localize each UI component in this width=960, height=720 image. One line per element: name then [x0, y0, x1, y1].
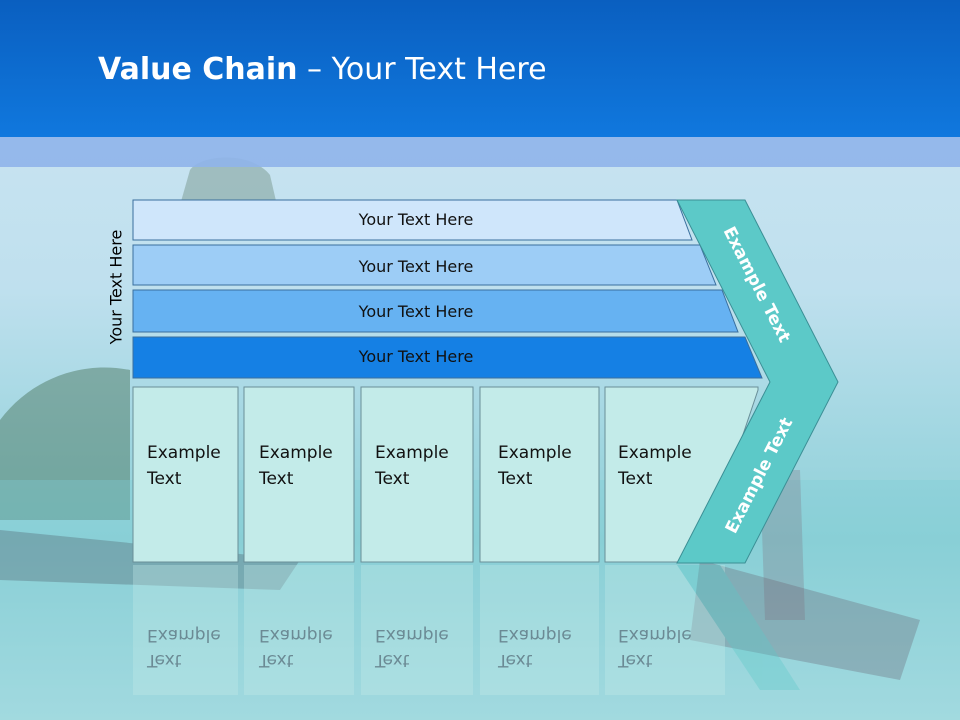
box-5-line1: Example — [618, 443, 692, 463]
title-bar — [0, 0, 960, 137]
box-reflection-text-5b: Example — [618, 625, 692, 645]
title-bold: Value Chain — [98, 52, 298, 87]
bar-4 — [132, 336, 763, 379]
box-2-line2: Text — [258, 469, 294, 489]
box-1-line1: Example — [147, 443, 221, 463]
box-4-line1: Example — [498, 443, 572, 463]
box-3 — [360, 386, 474, 563]
box-reflection-text-1b: Example — [147, 625, 221, 645]
box-2 — [243, 386, 355, 563]
reflection-group — [133, 565, 800, 695]
box-4-line2: Text — [497, 469, 533, 489]
title-rest: – Your Text Here — [297, 52, 547, 87]
box-1-line2: Text — [146, 469, 182, 489]
slide-title: Value Chain – Your Text Here — [98, 52, 547, 87]
bar-label-3: Your Text Here — [358, 302, 474, 321]
box-reflection-text-4: Text — [497, 650, 533, 670]
box-3-line1: Example — [375, 443, 449, 463]
bar-3 — [132, 289, 739, 333]
bar-1 — [132, 199, 693, 241]
chevron — [676, 199, 839, 564]
box-reflection-2 — [244, 565, 354, 695]
box-2-line1: Example — [259, 443, 333, 463]
box-reflection-text-2: Text — [258, 650, 294, 670]
bar-label-4: Your Text Here — [358, 347, 474, 366]
box-reflection-text-3b: Example — [375, 625, 449, 645]
box-reflection-text-4b: Example — [498, 625, 572, 645]
box-reflection-text-5: Text — [617, 650, 653, 670]
box-reflection-1 — [133, 565, 238, 695]
bar-label-1: Your Text Here — [358, 210, 474, 229]
box-5-line2: Text — [617, 469, 653, 489]
box-3-line2: Text — [374, 469, 410, 489]
bar-label-2: Your Text Here — [358, 257, 474, 276]
box-4 — [479, 386, 600, 563]
box-reflection-text-3: Text — [374, 650, 410, 670]
box-reflection-text-1: Text — [146, 650, 182, 670]
reflection-text-group: Text Example Text Example Text Example T… — [146, 625, 692, 670]
box-reflection-3 — [361, 565, 473, 695]
box-reflection-5 — [605, 565, 725, 695]
box-reflection-text-2b: Example — [259, 625, 333, 645]
bar-2 — [132, 244, 717, 286]
box-reflection-4 — [480, 565, 599, 695]
chevron-reflection — [677, 565, 800, 690]
box-1 — [132, 386, 239, 563]
title-band — [0, 137, 960, 167]
